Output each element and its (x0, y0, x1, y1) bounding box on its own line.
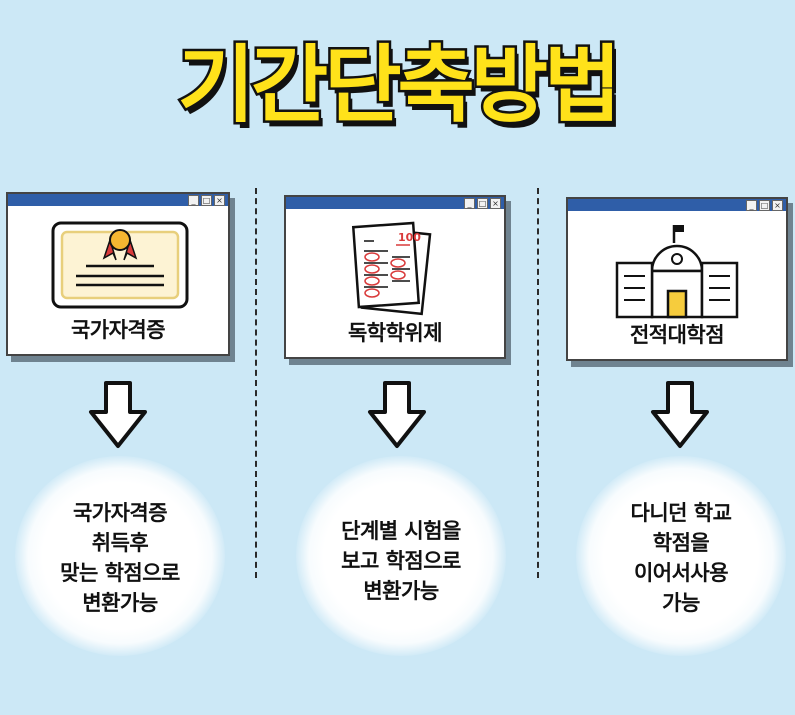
down-arrow-icon (368, 381, 426, 448)
desc-line: 이어서사용 (633, 561, 729, 585)
desc-line: 단계별 시험을 (341, 519, 461, 543)
desc-line: 다니던 학교 (630, 501, 732, 525)
panel-label: 독학학위제 (347, 321, 443, 345)
desc-line: 변환가능 (363, 579, 439, 603)
window-title-bar: _ □ × (8, 194, 228, 206)
desc-line: 보고 학점으로 (341, 549, 461, 573)
desc-line: 국가자격증 (72, 501, 168, 525)
certificate-window: _ □ × 국가자격증 (6, 192, 230, 356)
maximize-button[interactable]: □ (477, 198, 488, 209)
close-button[interactable]: × (490, 198, 501, 209)
divider-2 (537, 188, 539, 578)
minimize-button[interactable]: _ (464, 198, 475, 209)
minimize-button[interactable]: _ (188, 195, 199, 206)
desc-line: 가능 (662, 591, 700, 615)
score-text: 100 (398, 231, 421, 244)
down-arrow-icon (89, 381, 147, 448)
desc-line: 취득후 (91, 531, 149, 555)
school-building-icon (615, 225, 739, 319)
maximize-button[interactable]: □ (201, 195, 212, 206)
window-title-bar: _ □ × (286, 197, 504, 209)
panel-label: 국가자격증 (70, 318, 166, 342)
close-button[interactable]: × (214, 195, 225, 206)
desc-line: 맞는 학점으로 (60, 561, 180, 585)
transfer-credit-window: _ □ × 전적대학점 (566, 197, 788, 361)
description-cloud: 단계별 시험을 보고 학점으로 변환가능 (296, 456, 506, 656)
maximize-button[interactable]: □ (759, 200, 770, 211)
description-cloud: 다니던 학교 학점을 이어서사용 가능 (576, 456, 786, 656)
desc-line: 변환가능 (82, 591, 158, 615)
exam-paper-icon: 100 (351, 221, 432, 316)
page-title: 기간단축방법 (175, 34, 624, 137)
panel-label: 전적대학점 (629, 323, 725, 347)
minimize-button[interactable]: _ (746, 200, 757, 211)
desc-line: 학점을 (652, 531, 710, 555)
window-title-bar: _ □ × (568, 199, 786, 211)
self-study-window: _ □ × 100 독학학위제 (284, 195, 506, 359)
certificate-icon (51, 221, 189, 309)
down-arrow-icon (651, 381, 709, 448)
description-cloud: 국가자격증 취득후 맞는 학점으로 변환가능 (15, 456, 225, 656)
close-button[interactable]: × (772, 200, 783, 211)
divider-1 (255, 188, 257, 578)
